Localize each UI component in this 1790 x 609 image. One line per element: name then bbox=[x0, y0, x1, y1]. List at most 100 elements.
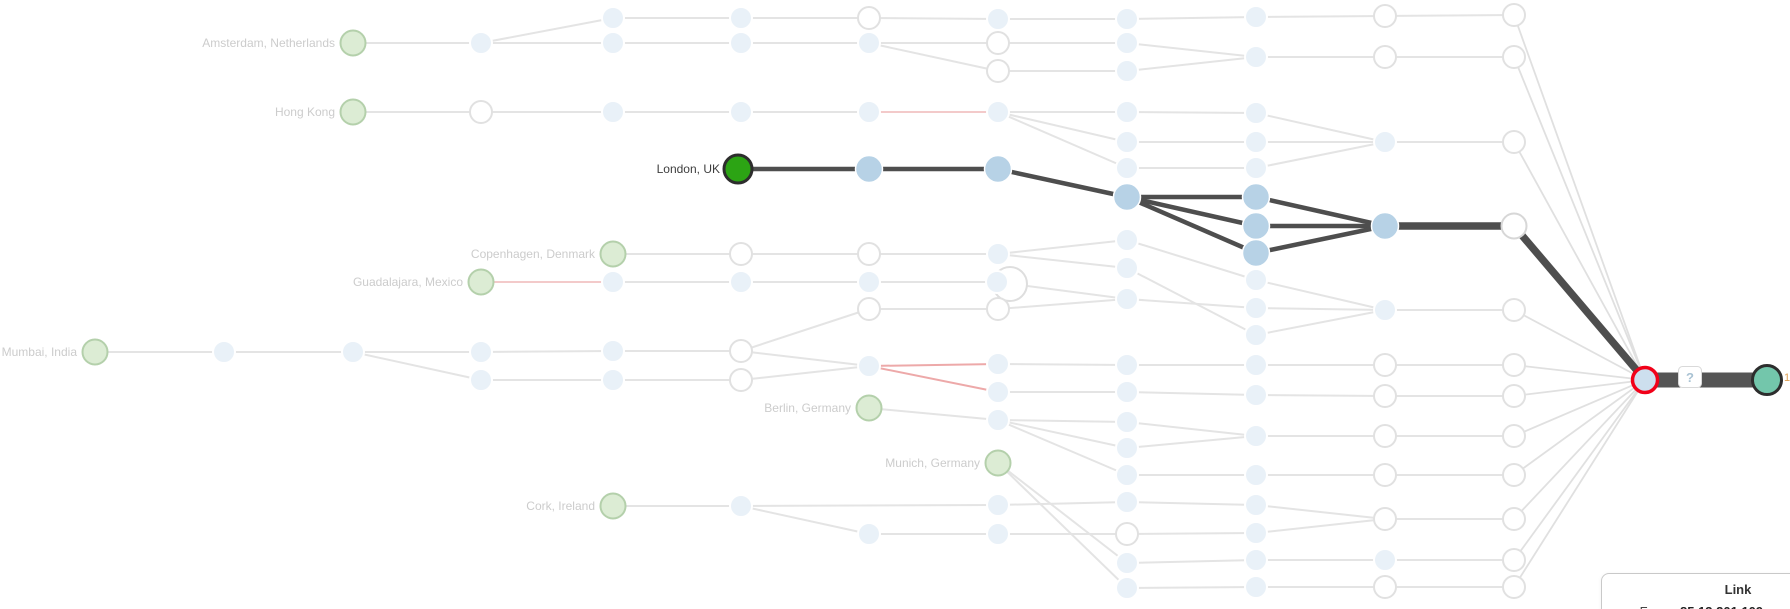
graph-edge-faint[interactable] bbox=[480, 17, 614, 44]
node-cph[interactable] bbox=[599, 240, 627, 268]
node-k9b[interactable] bbox=[1244, 323, 1268, 347]
node-b9[interactable] bbox=[1244, 45, 1268, 69]
node-w11[interactable] bbox=[1502, 548, 1526, 572]
node-p9a[interactable] bbox=[1241, 182, 1271, 212]
node-m10b[interactable] bbox=[1373, 384, 1397, 408]
node-c7b[interactable] bbox=[986, 522, 1010, 546]
graph-edge-fan[interactable] bbox=[1513, 379, 1646, 397]
graph-edge-faint[interactable] bbox=[1384, 14, 1515, 17]
node-b4[interactable] bbox=[601, 31, 625, 55]
node-c8a[interactable] bbox=[1115, 490, 1139, 514]
node-c7a[interactable] bbox=[986, 493, 1010, 517]
graph-edge-faint[interactable] bbox=[1255, 307, 1386, 311]
node-p10[interactable] bbox=[1370, 211, 1400, 241]
graph-edge-dark[interactable] bbox=[997, 166, 1128, 200]
unknown-hop-badge[interactable] bbox=[1678, 366, 1702, 388]
graph-edge-faint[interactable] bbox=[868, 42, 999, 72]
graph-edge-faint[interactable] bbox=[1255, 394, 1386, 397]
graph-edge-faint[interactable] bbox=[1126, 56, 1257, 72]
node-v10[interactable] bbox=[1373, 575, 1397, 599]
graph-edge-faint[interactable] bbox=[997, 298, 1128, 310]
node-dest[interactable] bbox=[1751, 364, 1783, 396]
graph-edge-faint[interactable] bbox=[1126, 532, 1257, 535]
graph-edge-faint[interactable] bbox=[740, 365, 870, 381]
node-a11[interactable] bbox=[1502, 3, 1526, 27]
node-v11[interactable] bbox=[1502, 575, 1526, 599]
graph-edge-fan[interactable] bbox=[1513, 364, 1646, 381]
node-r11b[interactable] bbox=[1502, 463, 1526, 487]
graph-edge-faint[interactable] bbox=[1255, 279, 1386, 311]
graph-edge-fan[interactable] bbox=[1513, 379, 1646, 588]
graph-edge-faint[interactable] bbox=[1255, 112, 1386, 143]
node-h8x[interactable] bbox=[1115, 130, 1139, 154]
node-m5b[interactable] bbox=[729, 368, 753, 392]
node-u7[interactable] bbox=[986, 297, 1010, 321]
node-b8x[interactable] bbox=[1115, 59, 1139, 83]
node-h8[interactable] bbox=[1115, 100, 1139, 124]
node-m10a[interactable] bbox=[1373, 353, 1397, 377]
graph-edge-faint[interactable] bbox=[997, 419, 1128, 476]
node-m3[interactable] bbox=[469, 340, 493, 364]
node-a5[interactable] bbox=[729, 6, 753, 30]
graph-edge-faint[interactable] bbox=[740, 504, 999, 507]
node-r7[interactable] bbox=[986, 408, 1010, 432]
graph-edge-faint[interactable] bbox=[997, 253, 1128, 269]
node-mum[interactable] bbox=[81, 338, 109, 366]
node-b3[interactable] bbox=[469, 31, 493, 55]
graph-edge-faint[interactable] bbox=[740, 505, 870, 535]
node-c9b[interactable] bbox=[1244, 521, 1268, 545]
node-g9[interactable] bbox=[1244, 296, 1268, 320]
graph-edge-faint[interactable] bbox=[997, 419, 1128, 449]
node-k8b[interactable] bbox=[1115, 256, 1139, 280]
graph-edge-faint[interactable] bbox=[480, 350, 614, 353]
node-m11b[interactable] bbox=[1502, 384, 1526, 408]
graph-edge-faint[interactable] bbox=[1126, 16, 1257, 20]
graph-edge-faint[interactable] bbox=[740, 350, 870, 367]
graph-edge-faint[interactable] bbox=[1126, 42, 1257, 58]
node-g8[interactable] bbox=[1115, 287, 1139, 311]
graph-edge-faint[interactable] bbox=[997, 111, 1128, 143]
graph-edge-faint[interactable] bbox=[1126, 559, 1257, 564]
node-p7[interactable] bbox=[983, 154, 1013, 184]
graph-edge-faint[interactable] bbox=[1126, 586, 1257, 589]
node-h4[interactable] bbox=[601, 100, 625, 124]
node-k5[interactable] bbox=[729, 242, 753, 266]
node-red[interactable] bbox=[1630, 365, 1660, 395]
node-c11n[interactable] bbox=[1502, 507, 1526, 531]
graph-edge-faint[interactable] bbox=[868, 407, 999, 421]
graph-edge-faint[interactable] bbox=[1126, 267, 1257, 336]
node-r11a[interactable] bbox=[1502, 424, 1526, 448]
node-b5[interactable] bbox=[729, 31, 753, 55]
node-g5[interactable] bbox=[729, 270, 753, 294]
graph-edge-fan[interactable] bbox=[1513, 56, 1646, 381]
node-m8b[interactable] bbox=[1115, 380, 1139, 404]
node-v9[interactable] bbox=[1244, 575, 1268, 599]
graph-edge-faint[interactable] bbox=[1126, 298, 1257, 309]
graph-edge-faint[interactable] bbox=[997, 363, 1128, 366]
node-h7[interactable] bbox=[986, 100, 1010, 124]
node-muc[interactable] bbox=[984, 449, 1012, 477]
graph-edge-dark[interactable] bbox=[1255, 194, 1386, 229]
graph-edge-dark[interactable] bbox=[1126, 194, 1257, 256]
node-m5[interactable] bbox=[729, 339, 753, 363]
graph-edge-fan[interactable] bbox=[1513, 379, 1646, 520]
graph-edge-thick[interactable] bbox=[1511, 223, 1648, 383]
node-w10[interactable] bbox=[1373, 548, 1397, 572]
graph-edge-faint[interactable] bbox=[1255, 309, 1386, 336]
node-p11[interactable] bbox=[1500, 212, 1528, 240]
node-r10b[interactable] bbox=[1373, 463, 1397, 487]
graph-edge-faint[interactable] bbox=[1126, 435, 1257, 449]
node-b7x[interactable] bbox=[986, 59, 1010, 83]
node-r9b[interactable] bbox=[1244, 463, 1268, 487]
node-lon[interactable] bbox=[722, 153, 754, 185]
graph-edge-dark[interactable] bbox=[1126, 194, 1257, 229]
graph-edge-dark[interactable] bbox=[1255, 223, 1386, 256]
node-k6[interactable] bbox=[857, 242, 881, 266]
node-g7[interactable] bbox=[985, 270, 1009, 294]
node-r10a[interactable] bbox=[1373, 424, 1397, 448]
node-c6n[interactable] bbox=[857, 522, 881, 546]
node-h10[interactable] bbox=[1373, 130, 1397, 154]
node-m1[interactable] bbox=[212, 340, 236, 364]
node-m6[interactable] bbox=[857, 354, 881, 378]
graph-edge-fan[interactable] bbox=[1513, 309, 1646, 381]
